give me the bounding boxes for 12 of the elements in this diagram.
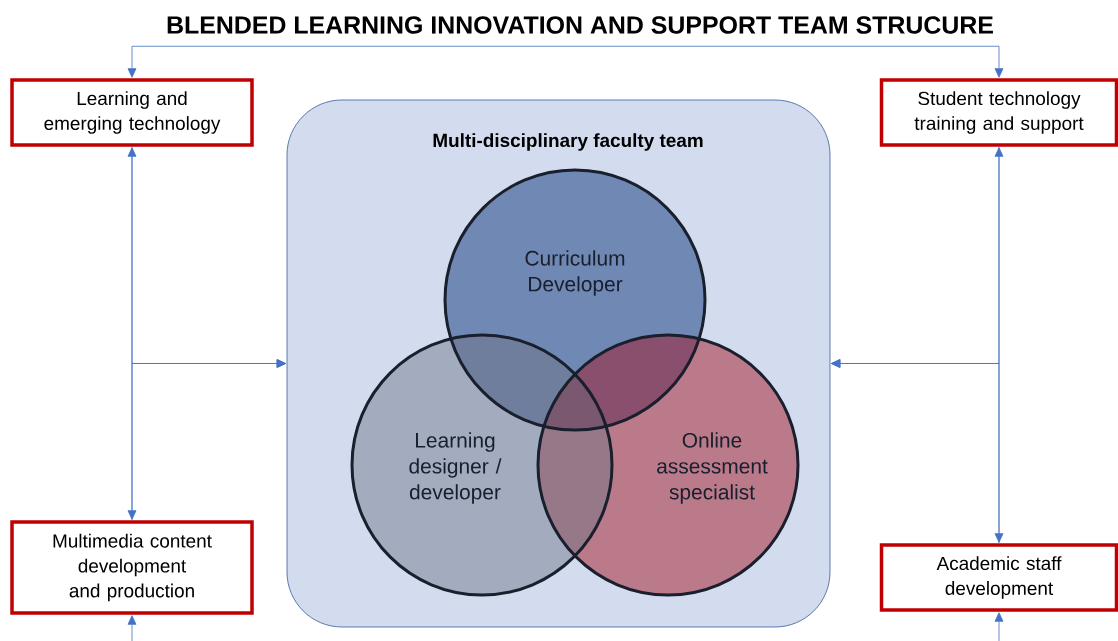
connector-arrow xyxy=(127,147,137,520)
process-box: Student technology training and support xyxy=(879,78,1118,147)
connector-arrow xyxy=(994,612,1004,641)
connector-arrow xyxy=(831,359,1000,544)
connector-arrow xyxy=(127,615,137,641)
title: BLENDED LEARNING INNOVATION AND SUPPORT TEAM STRUCURE xyxy=(167,16,993,34)
connector-arrow xyxy=(994,147,1004,543)
process-box: Multimedia content development and production xyxy=(10,520,254,615)
process-box: Academic staff development xyxy=(879,543,1118,612)
process-box: Learning and emerging technology xyxy=(10,78,254,147)
connector-arrow xyxy=(131,359,287,521)
connector-arrow xyxy=(127,45,1004,78)
